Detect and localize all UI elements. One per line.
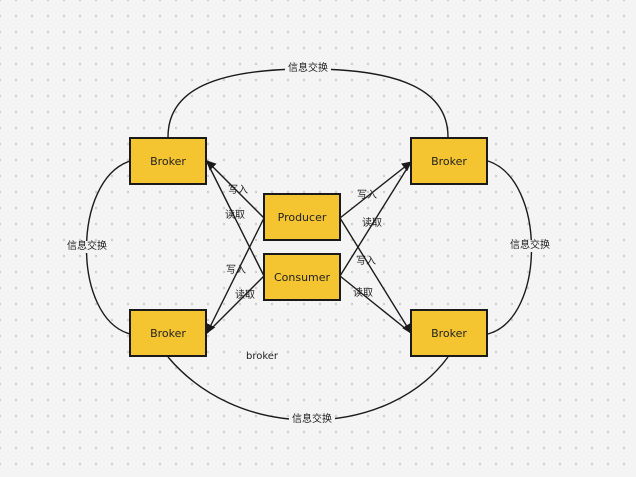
broker-node-bottom-left[interactable]: Broker xyxy=(129,309,207,357)
broker-node-bottom-right[interactable]: Broker xyxy=(410,309,488,357)
edge-producer-to-broker-tr xyxy=(339,161,412,219)
edge-broker-tr-to-consumer xyxy=(339,161,412,277)
edge-broker-bl-to-consumer xyxy=(206,275,265,334)
write-label-bottom-left: 写入 xyxy=(226,265,246,276)
exchange-curve-top xyxy=(167,68,449,138)
read-label-top-left: 读取 xyxy=(225,210,245,221)
read-label-bottom-right: 读取 xyxy=(353,288,373,299)
broker-node-top-left[interactable]: Broker xyxy=(129,137,207,185)
exchange-label-top: 信息交换 xyxy=(285,63,331,75)
exchange-label-right: 信息交换 xyxy=(507,240,553,252)
read-label-top-right: 读取 xyxy=(362,218,382,229)
consumer-node[interactable]: Consumer xyxy=(263,253,341,301)
broker-node-top-right[interactable]: Broker xyxy=(410,137,488,185)
edge-broker-br-to-consumer xyxy=(339,275,412,334)
read-label-bottom-left: 读取 xyxy=(235,290,255,301)
exchange-label-bottom: 信息交换 xyxy=(289,414,335,426)
exchange-label-left: 信息交换 xyxy=(64,241,110,253)
broker-caption: broker xyxy=(245,351,279,362)
edge-broker-tl-to-consumer xyxy=(206,161,265,277)
producer-node[interactable]: Producer xyxy=(263,193,341,241)
edge-producer-to-broker-tl xyxy=(206,160,265,219)
write-label-top-right: 写入 xyxy=(357,190,377,201)
edge-consumer-to-broker-bl xyxy=(206,217,265,334)
write-label-top-left: 写入 xyxy=(228,185,248,196)
edge-producer-to-broker-br xyxy=(339,217,412,334)
exchange-curve-bottom xyxy=(167,356,449,421)
write-label-bottom-right: 写入 xyxy=(356,256,376,267)
